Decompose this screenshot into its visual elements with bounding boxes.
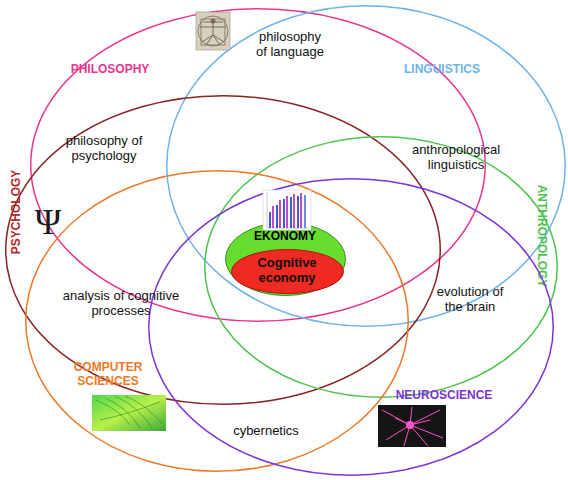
overlap-label: anthropological linguistics [396, 143, 516, 173]
ellipse-shape [31, 9, 486, 322]
linguistics-ellipse: LINGUISTICS [166, 5, 566, 327]
overlap-label: evolution of the brain [435, 285, 505, 315]
node-label: PSYCHOLOGY [10, 170, 24, 255]
picture-lines [96, 396, 162, 428]
picture-circle [198, 16, 228, 46]
picture-frame [92, 395, 166, 431]
picture-figure [200, 22, 226, 45]
psi-symbol: Ψ [35, 202, 62, 243]
neuron-picture [378, 405, 446, 447]
overlap-label: philosophy of language [253, 30, 327, 60]
picture-frame [378, 405, 446, 447]
node-label: EKONOMY [254, 230, 316, 244]
overlap-label: philosophy of psychology [59, 134, 149, 164]
node-label: PHILOSOPHY [71, 63, 150, 77]
overlap-label: analysis of cognitive processes [60, 289, 182, 319]
economy-ellipse: EKONOMY Cognitive economy [225, 222, 346, 296]
overlap-label: cybernetics [233, 424, 299, 439]
node-label: ANTHROPOLOGY [534, 185, 548, 288]
ellipse-outline [166, 5, 566, 327]
neuron-body [406, 421, 414, 429]
neuron-dendrites [382, 407, 443, 446]
node-label: NEUROSCIENCE [396, 389, 493, 403]
vitruvian-picture [196, 12, 230, 50]
computing-picture [92, 395, 166, 431]
ellipse-shape [6, 96, 441, 405]
node-label: Cognitive economy [242, 256, 332, 286]
chart-bar [304, 195, 306, 228]
ellipse-shape [232, 250, 344, 294]
cognitive-economy-ellipse: Cognitive economy [231, 249, 344, 294]
picture-square [201, 19, 225, 45]
node-label: LINGUISTICS [404, 63, 480, 77]
ellipse-shape [226, 223, 346, 296]
picture-head [211, 19, 216, 24]
chart-bar [300, 193, 302, 228]
neuroscience-ellipse: NEUROSCIENCE [148, 178, 554, 476]
ellipse-shape [167, 6, 566, 327]
ellipse-shape [205, 137, 558, 398]
picture-frame [196, 12, 230, 50]
ellipse-outline [148, 178, 554, 476]
ellipse-shape [149, 179, 554, 476]
node-label: COMPUTER SCIENCES [66, 361, 150, 389]
